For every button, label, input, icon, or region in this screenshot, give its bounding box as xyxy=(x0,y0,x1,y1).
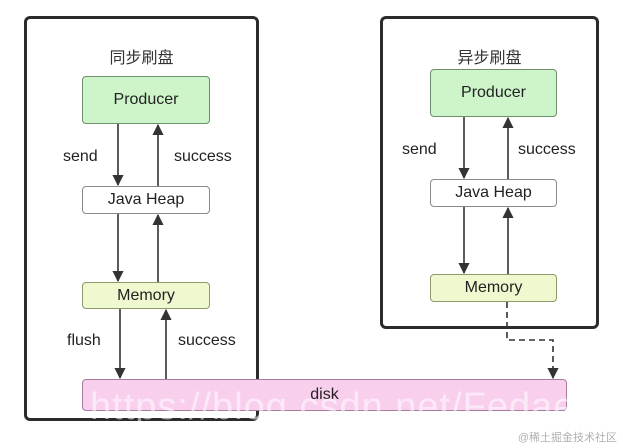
sync-producer-label: Producer xyxy=(113,91,179,108)
sync-java-heap-label: Java Heap xyxy=(107,191,185,208)
async-memory-box: Memory xyxy=(430,274,557,302)
sync-success-bottom-label: success xyxy=(178,332,236,349)
async-producer-box: Producer xyxy=(430,69,557,117)
sync-memory-box: Memory xyxy=(82,282,210,309)
sync-memory-label: Memory xyxy=(117,286,175,304)
disk-label: disk xyxy=(310,386,339,403)
source-credit: @稀土掘金技术社区 xyxy=(517,432,617,444)
async-memory-label: Memory xyxy=(464,279,523,296)
sync-flush-title: 同步刷盘 xyxy=(109,50,174,67)
sync-success-top-label: success xyxy=(174,148,232,165)
async-success-label: success xyxy=(518,141,576,158)
async-flush-title: 异步刷盘 xyxy=(457,50,522,67)
sync-producer-box: Producer xyxy=(82,76,210,124)
disk-box: disk xyxy=(82,379,567,411)
async-java-heap-label: Java Heap xyxy=(455,184,532,201)
sync-java-heap-box: Java Heap xyxy=(82,186,210,214)
sync-send-label: send xyxy=(63,148,98,165)
sync-flush-label: flush xyxy=(67,332,101,349)
async-java-heap-box: Java Heap xyxy=(430,179,557,207)
async-producer-label: Producer xyxy=(461,84,526,101)
async-send-label: send xyxy=(402,141,437,158)
